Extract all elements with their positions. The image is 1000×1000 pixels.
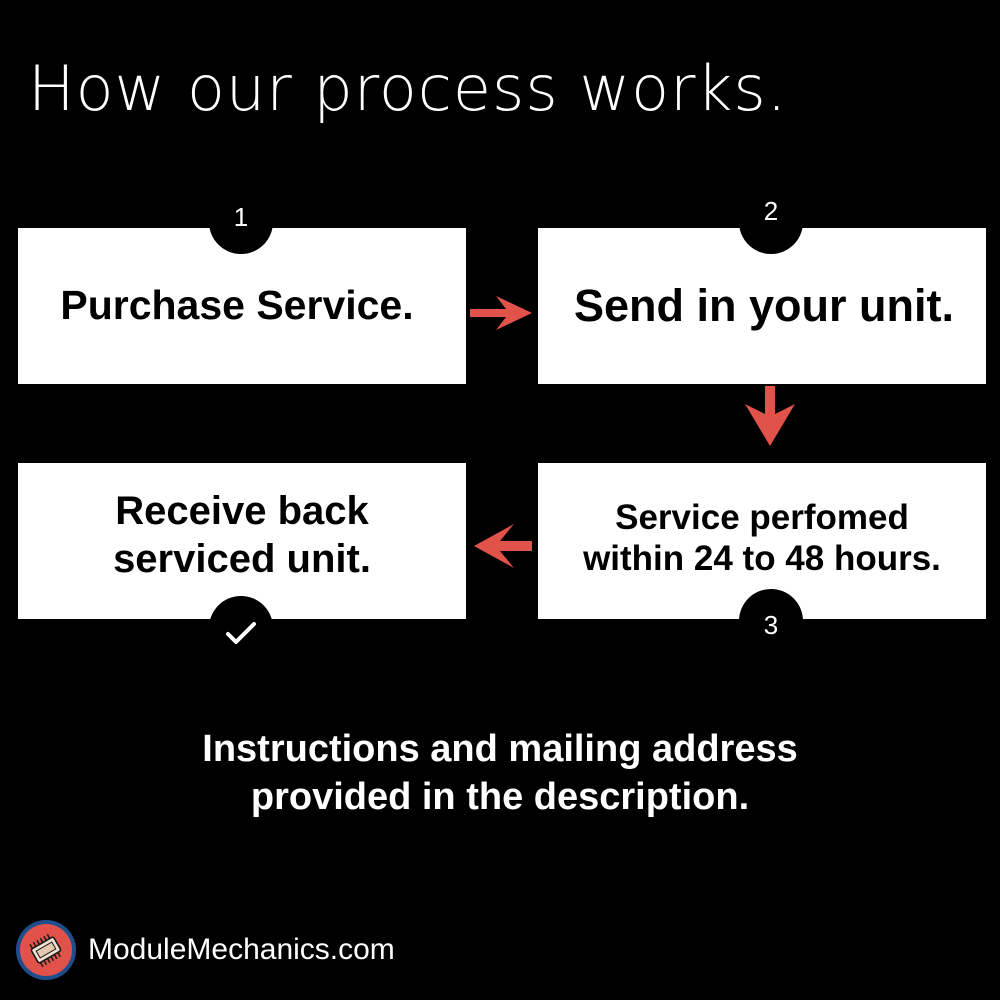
step-3-text: Service perfomed within 24 to 48 hours. bbox=[583, 497, 941, 580]
step-1-box: Purchase Service. bbox=[18, 228, 466, 384]
step-2-box: Send in your unit. bbox=[538, 228, 986, 384]
step-1-text: Purchase Service. bbox=[60, 282, 414, 329]
step-3-text-line-1: Service perfomed bbox=[615, 497, 909, 537]
step-4-check-badge bbox=[209, 596, 273, 660]
brand: ModuleMechanics.com bbox=[14, 918, 395, 982]
arrow-right-icon bbox=[470, 296, 532, 330]
step-3-number: 3 bbox=[763, 610, 779, 640]
instructions-note-line-1: Instructions and mailing address bbox=[202, 728, 798, 770]
arrow-down-icon bbox=[745, 386, 795, 446]
step-4-text-line-2: serviced unit. bbox=[113, 537, 371, 581]
instructions-note: Instructions and mailing address provide… bbox=[0, 726, 1000, 822]
step-4-text-line-1: Receive back bbox=[115, 489, 369, 533]
step-3-number-badge: 3 bbox=[739, 589, 803, 653]
step-2-number-badge: 2 bbox=[739, 190, 803, 254]
circuit-chip-logo-icon bbox=[16, 920, 76, 980]
instructions-note-line-2: provided in the description. bbox=[250, 775, 750, 818]
page-title: How our process works. bbox=[28, 52, 788, 125]
step-1-number-badge: 1 bbox=[209, 190, 273, 254]
step-4-box: Receive back serviced unit. bbox=[18, 463, 466, 619]
checkmark-icon bbox=[226, 622, 256, 644]
step-2-number: 2 bbox=[763, 196, 779, 226]
arrow-left-icon bbox=[474, 524, 532, 568]
brand-name: ModuleMechanics.com bbox=[88, 933, 395, 966]
step-2-text: Send in your unit. bbox=[574, 280, 954, 332]
step-4-text: Receive back serviced unit. bbox=[113, 487, 371, 583]
step-3-text-line-2: within 24 to 48 hours. bbox=[583, 539, 941, 578]
step-1-number: 1 bbox=[233, 202, 249, 232]
